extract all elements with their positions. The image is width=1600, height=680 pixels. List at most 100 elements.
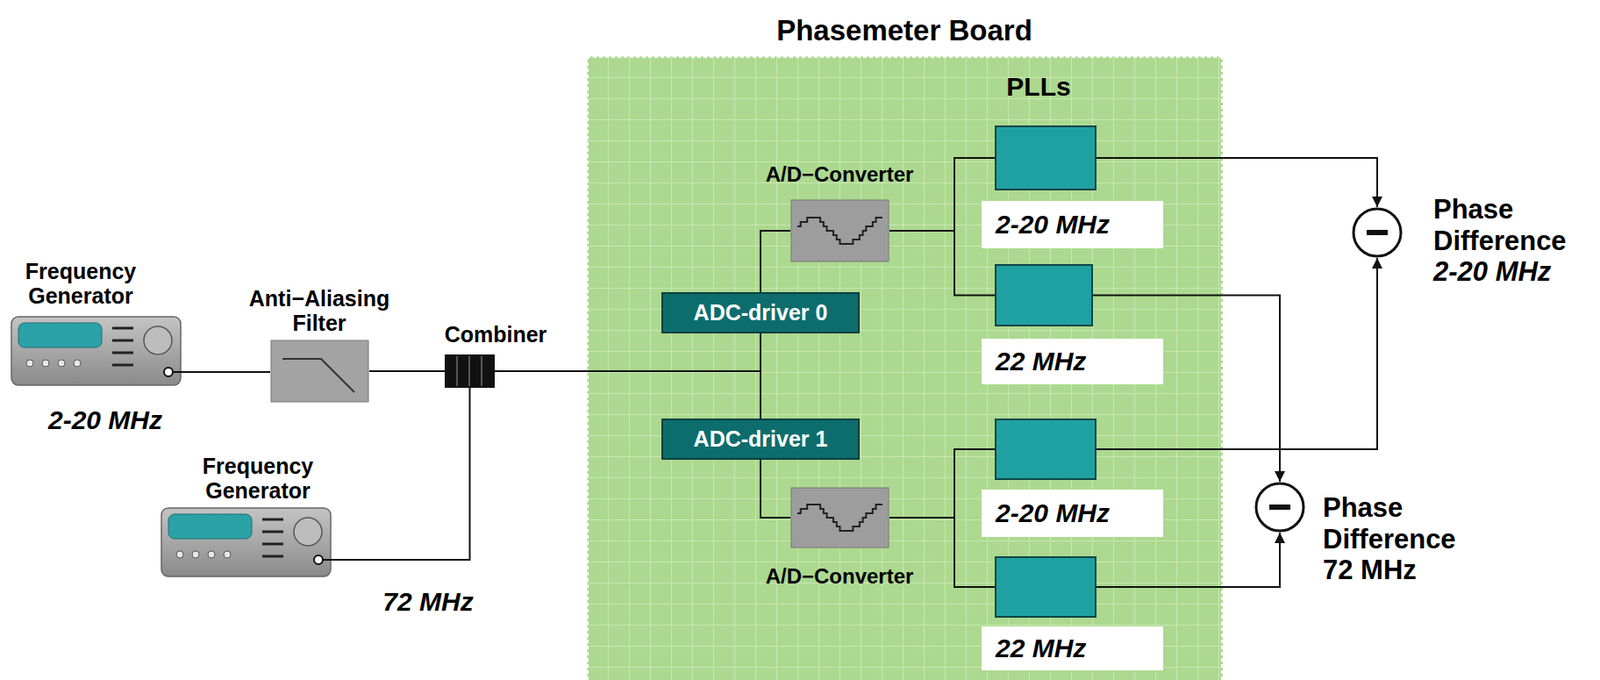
generator-illustration bbox=[10, 315, 200, 386]
output-jack bbox=[314, 555, 323, 565]
output-jack bbox=[164, 367, 173, 377]
generator-slot bbox=[112, 351, 134, 355]
phase-difference-label: Phase Difference bbox=[1322, 492, 1490, 555]
output-wire bbox=[322, 558, 350, 561]
frequency-label: 22 MHz bbox=[995, 633, 1086, 665]
adc-illustration bbox=[790, 199, 890, 263]
generator-slot bbox=[112, 364, 134, 367]
generator-knob bbox=[143, 326, 172, 355]
group-label: PLLs bbox=[1006, 71, 1071, 101]
generator-button bbox=[26, 359, 34, 367]
label-holder: A/D−Converter bbox=[725, 162, 954, 187]
pll-block: 22 MHz bbox=[994, 556, 1097, 618]
pll-label-box: 2-20 MHz bbox=[981, 489, 1164, 537]
label-holder: Phasemeter Board bbox=[676, 14, 1133, 48]
staircase-wave bbox=[797, 504, 883, 531]
adc-body bbox=[791, 487, 889, 548]
generator-button bbox=[192, 550, 200, 558]
combiner-body bbox=[444, 354, 495, 388]
generator-button bbox=[207, 550, 215, 558]
combiner-stripe bbox=[456, 356, 458, 386]
label-holder: Phase Difference2-20 MHz bbox=[1433, 193, 1596, 288]
generator-display bbox=[168, 514, 252, 539]
driver-label: ADC-driver 0 bbox=[693, 300, 829, 326]
generator-button bbox=[73, 359, 81, 367]
node-label: 72 MHz bbox=[382, 586, 473, 616]
generator-illustration bbox=[160, 507, 350, 578]
phase-difference-label: 72 MHz bbox=[1322, 554, 1490, 586]
lowpass-curve bbox=[282, 358, 355, 393]
phase-subtractor: Phase Difference2-20 MHz bbox=[1351, 207, 1403, 258]
label-holder: A/D−Converter bbox=[725, 564, 954, 589]
generator-button bbox=[57, 359, 65, 367]
label-holder: 2-20 MHz bbox=[17, 405, 193, 436]
phase-difference-label: 2-20 MHz bbox=[1433, 256, 1596, 288]
node-label: Anti−Aliasing Filter bbox=[249, 285, 390, 336]
frequency-generator: Frequency Generator2-20 MHz bbox=[10, 315, 200, 386]
combiner-illustration bbox=[444, 354, 495, 388]
node-label: A/D−Converter bbox=[765, 564, 915, 588]
generator-slot bbox=[262, 530, 284, 534]
label-holder: Frequency Generator bbox=[170, 453, 346, 505]
generator-body bbox=[11, 316, 181, 386]
signal-wire bbox=[369, 370, 445, 372]
adc-illustration bbox=[790, 486, 890, 549]
phasemeter-board: Phasemeter BoardA/D−ConverterADC-driver … bbox=[586, 56, 1223, 680]
signal-wire bbox=[199, 371, 271, 373]
generator-body bbox=[161, 507, 331, 577]
combiner-stripe bbox=[480, 356, 483, 386]
board-border bbox=[586, 56, 1223, 680]
subtractor-circle bbox=[1353, 208, 1401, 257]
label-holder: PLLs bbox=[977, 71, 1100, 103]
generator-button bbox=[223, 550, 231, 558]
pll-label-box: 22 MHz bbox=[981, 338, 1164, 385]
ad-converter: A/D−Converter bbox=[790, 199, 890, 263]
combiner: Combiner bbox=[444, 354, 495, 388]
staircase-wave bbox=[797, 217, 883, 244]
output-wire bbox=[172, 371, 200, 373]
node-label: 2-20 MHz bbox=[48, 405, 163, 435]
generator-button bbox=[42, 359, 50, 367]
node-label: Phasemeter Board bbox=[776, 14, 1033, 47]
filter-illustration bbox=[270, 339, 370, 403]
generator-slot bbox=[112, 327, 134, 330]
node-label: Combiner bbox=[444, 321, 548, 347]
frequency-label: 2-20 MHz bbox=[995, 209, 1110, 241]
adc-driver: ADC-driver 1 bbox=[661, 418, 860, 460]
pll-label-box: 22 MHz bbox=[981, 626, 1164, 671]
frequency-generator: Frequency Generator72 MHz bbox=[160, 507, 350, 578]
minus-sign bbox=[1366, 229, 1388, 236]
label-holder: 72 MHz bbox=[362, 586, 494, 618]
label-holder: Phase Difference72 MHz bbox=[1322, 492, 1490, 586]
driver-label: ADC-driver 1 bbox=[693, 426, 829, 452]
node-label: Frequency Generator bbox=[202, 453, 314, 504]
minus-sign bbox=[1269, 504, 1291, 510]
filter-body bbox=[271, 340, 369, 402]
node-label: Frequency Generator bbox=[25, 258, 136, 309]
generator-knob bbox=[293, 517, 322, 546]
pll-block: 2-20 MHz bbox=[994, 125, 1097, 191]
board-grid bbox=[586, 56, 1223, 680]
label-holder: Frequency Generator bbox=[0, 258, 169, 310]
subtractor-circle bbox=[1256, 483, 1304, 531]
generator-slot bbox=[262, 518, 284, 522]
generator-button bbox=[176, 550, 184, 558]
generator-slot bbox=[262, 542, 284, 546]
generator-slot bbox=[262, 555, 284, 558]
combiner-stripe bbox=[468, 356, 471, 386]
phase-subtractor: Phase Difference72 MHz bbox=[1254, 481, 1306, 533]
node-label: A/D−Converter bbox=[765, 162, 915, 186]
signal-wire bbox=[349, 387, 471, 560]
anti-aliasing-filter: Anti−Aliasing Filter bbox=[270, 339, 370, 403]
ad-converter: A/D−Converter bbox=[790, 486, 890, 549]
generator-display bbox=[18, 322, 102, 348]
pll-block: 22 MHz bbox=[994, 264, 1093, 327]
frequency-label: 2-20 MHz bbox=[995, 498, 1110, 529]
pll-label-box: 2-20 MHz bbox=[981, 200, 1164, 249]
frequency-label: 22 MHz bbox=[995, 346, 1086, 378]
adc-driver: ADC-driver 0 bbox=[661, 292, 860, 334]
phase-difference-label: Phase Difference bbox=[1433, 193, 1596, 257]
generator-slot bbox=[112, 339, 134, 343]
adc-body bbox=[791, 200, 889, 262]
